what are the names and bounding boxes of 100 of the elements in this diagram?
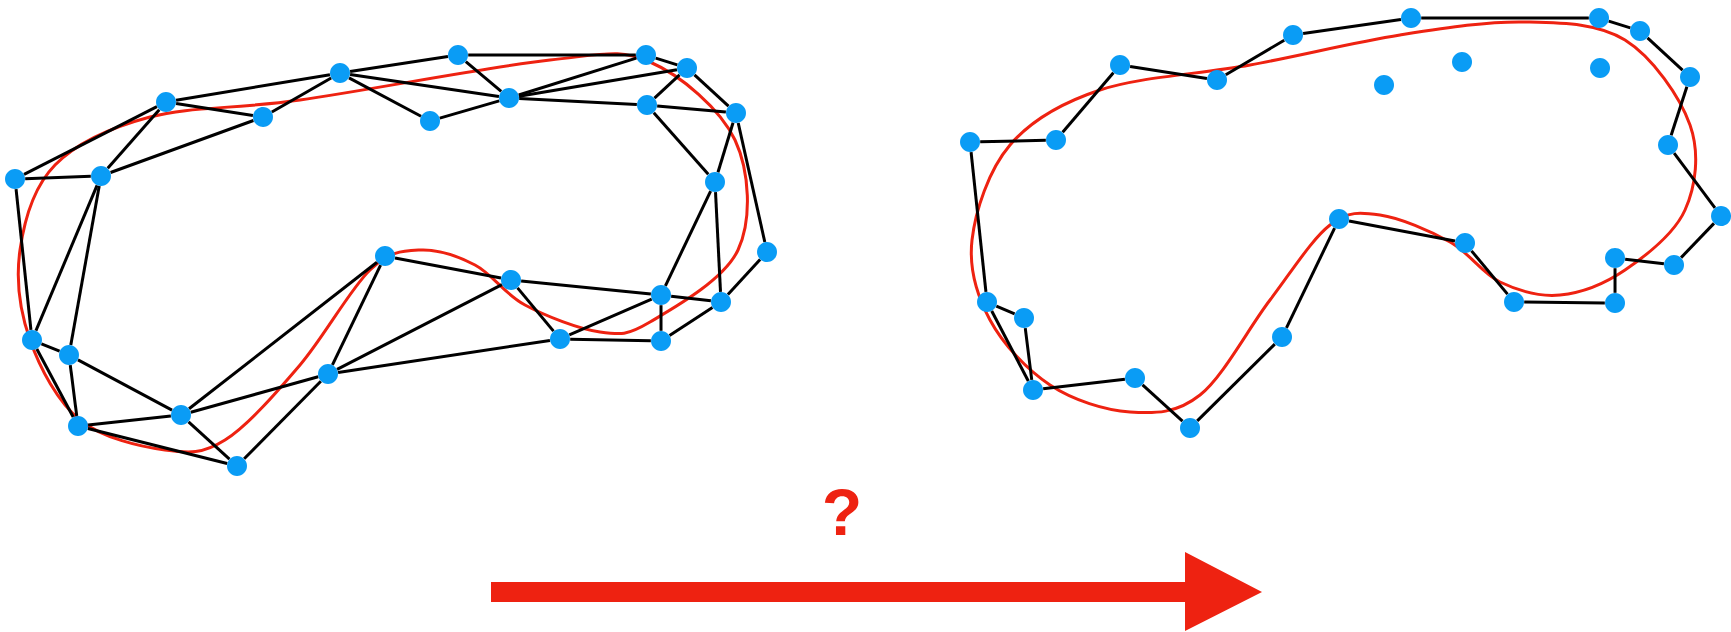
line (88, 414, 171, 427)
line (1348, 219, 1456, 243)
dot (726, 103, 746, 123)
line (716, 122, 735, 173)
dot (1125, 368, 1145, 388)
dot (1605, 248, 1625, 268)
line (670, 294, 712, 303)
line (439, 99, 500, 120)
line (106, 108, 161, 170)
dot (1401, 8, 1421, 28)
dot (68, 416, 88, 436)
line (518, 68, 678, 98)
dot (1680, 67, 1700, 87)
line (668, 306, 714, 337)
line (69, 185, 101, 346)
line (521, 279, 651, 296)
line (1023, 327, 1034, 381)
dot (91, 166, 111, 186)
line (518, 56, 637, 97)
line (35, 348, 75, 418)
dot (677, 58, 697, 78)
line (1141, 383, 1184, 423)
dot (757, 242, 777, 262)
line (995, 304, 1016, 316)
line (1680, 222, 1716, 259)
line (1042, 377, 1126, 391)
line (653, 73, 681, 100)
dot (1046, 130, 1066, 150)
line (394, 256, 502, 280)
line (1608, 19, 1631, 30)
line (568, 297, 653, 337)
dot (1605, 293, 1625, 313)
dot (1014, 308, 1034, 328)
line (969, 152, 988, 292)
dot (1504, 292, 1524, 312)
dot (1452, 52, 1472, 72)
dot (420, 111, 440, 131)
dot (227, 456, 247, 476)
line (519, 97, 637, 106)
dot (375, 246, 395, 266)
line (337, 339, 551, 374)
dot (499, 88, 519, 108)
line (187, 420, 231, 461)
line (714, 192, 722, 292)
dot (171, 405, 191, 425)
line (348, 76, 422, 118)
dot (711, 292, 731, 312)
dot (651, 331, 671, 351)
line (188, 261, 378, 410)
dot (977, 292, 997, 312)
line (736, 122, 767, 243)
line (1470, 249, 1509, 296)
line (693, 73, 730, 108)
dot (636, 45, 656, 65)
dot (330, 63, 350, 83)
dot (1272, 327, 1292, 347)
dot (1207, 70, 1227, 90)
dot (156, 92, 176, 112)
line (190, 375, 319, 414)
line (468, 53, 636, 57)
line (23, 105, 158, 176)
dot (1590, 58, 1610, 78)
line (652, 111, 710, 176)
dot (1630, 21, 1650, 41)
line (336, 283, 503, 371)
line (1672, 152, 1717, 209)
line (349, 55, 449, 73)
dot (59, 345, 79, 365)
question-mark: ? (824, 488, 859, 536)
line (1196, 343, 1276, 422)
line (77, 358, 173, 412)
line (1669, 86, 1689, 136)
line (1646, 36, 1684, 72)
dot (1329, 209, 1349, 229)
dot (550, 329, 570, 349)
line (175, 102, 254, 117)
dot (1589, 8, 1609, 28)
dot (637, 95, 657, 115)
line (243, 380, 322, 460)
line (726, 258, 762, 296)
dot (1664, 255, 1684, 275)
dot (1658, 135, 1678, 155)
line (14, 189, 33, 330)
line (990, 310, 1030, 382)
line (516, 286, 555, 333)
line (331, 264, 382, 366)
dot (5, 169, 25, 189)
line (1421, 16, 1589, 20)
dot (651, 285, 671, 305)
line (40, 342, 61, 353)
dot (1455, 233, 1475, 253)
line (657, 104, 726, 114)
line (664, 190, 712, 287)
line (349, 73, 500, 98)
line (1285, 227, 1336, 329)
dot (22, 330, 42, 350)
dot (960, 132, 980, 152)
line (1302, 17, 1402, 36)
dot (1283, 25, 1303, 45)
line (1624, 257, 1665, 266)
